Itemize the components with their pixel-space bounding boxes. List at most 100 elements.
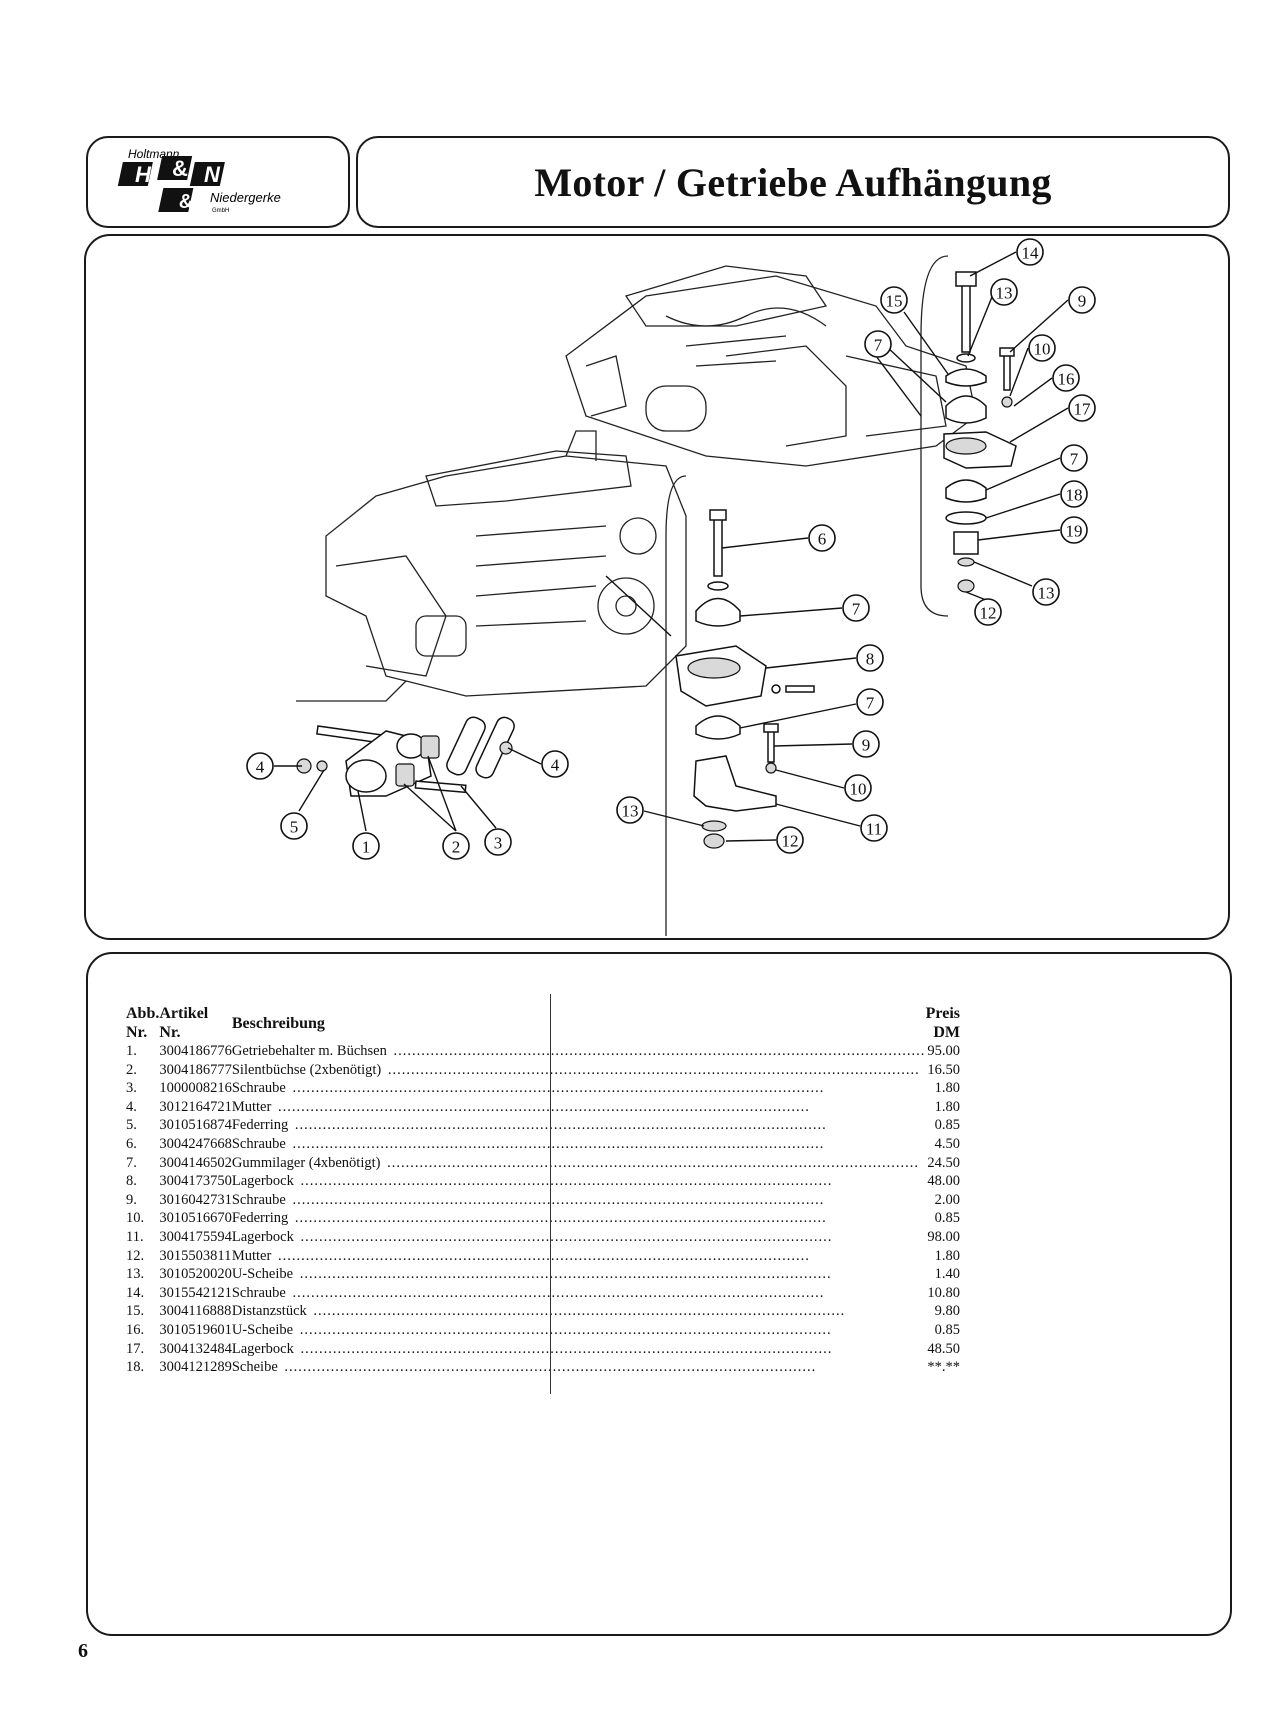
cell-artikel: 3004146502 <box>159 1154 232 1171</box>
cell-preis: 9.80 <box>934 1303 960 1320</box>
logo-letter-h: H <box>135 162 152 187</box>
cell-beschreibung: Schraube <box>231 1284 926 1303</box>
cell-beschreibung: U-Scheibe <box>231 1321 926 1340</box>
table-row: 3.1000008216Schraube1.80 <box>126 1079 960 1098</box>
callout-7-d: 7 <box>1060 444 1088 472</box>
cell-artikel: 3010519601 <box>159 1321 232 1338</box>
svg-text:9: 9 <box>862 736 871 755</box>
logo-h-block <box>117 162 153 186</box>
svg-text:19: 19 <box>1066 522 1083 541</box>
callout-7-b: 7 <box>856 688 884 716</box>
cell-preis: 1.80 <box>934 1247 960 1264</box>
table-row: 8.3004173750Lagerbock48.00 <box>126 1172 960 1191</box>
cell-beschreibung: Federring <box>231 1116 926 1135</box>
svg-text:10: 10 <box>850 780 867 799</box>
cell-nr: 8. <box>126 1173 137 1190</box>
callout-14: 14 <box>1016 238 1044 266</box>
cell-preis: 2.00 <box>934 1191 960 1208</box>
cell-artikel: 1000008216 <box>159 1080 232 1097</box>
svg-text:2: 2 <box>452 838 461 857</box>
description-text: U-Scheibe <box>231 1321 296 1338</box>
cell-nr: 3. <box>126 1080 137 1097</box>
description-text: Federring <box>231 1117 291 1134</box>
table-row: 9.3016042731Schraube2.00 <box>126 1191 960 1210</box>
cell-beschreibung: U-Scheibe <box>231 1265 926 1284</box>
callout-13-b: 13 <box>990 278 1018 306</box>
description-text: U-Scheibe <box>231 1266 296 1283</box>
svg-text:14: 14 <box>1022 244 1040 263</box>
header-artikel-nr: Artikel Nr. <box>159 1005 209 1041</box>
callout-10-a: 10 <box>844 774 872 802</box>
page-number: 6 <box>78 1640 88 1662</box>
svg-text:15: 15 <box>886 292 903 311</box>
cell-nr: 6. <box>126 1135 137 1152</box>
logo-amp2-block <box>158 188 194 212</box>
svg-text:8: 8 <box>866 650 875 669</box>
cell-artikel: 3004175594 <box>159 1228 232 1245</box>
cell-nr: 12. <box>126 1247 145 1264</box>
table-row: 11.3004175594Lagerbock98.00 <box>126 1228 960 1247</box>
cell-beschreibung: Scheibe <box>231 1358 926 1377</box>
table-row: 6.3004247668Schraube4.50 <box>126 1135 960 1154</box>
cell-beschreibung: Lagerbock <box>231 1228 926 1247</box>
title-frame: Motor / Getriebe Aufhängung <box>356 136 1230 228</box>
svg-text:11: 11 <box>866 820 882 839</box>
cell-artikel: 3012164721 <box>159 1098 232 1115</box>
cell-beschreibung: Schraube <box>231 1191 926 1210</box>
svg-text:6: 6 <box>818 530 827 549</box>
svg-text:5: 5 <box>290 818 299 837</box>
engine-top-illustration <box>565 265 977 467</box>
table-row: 4.3012164721Mutter1.80 <box>126 1098 960 1117</box>
svg-text:1: 1 <box>362 838 371 857</box>
cell-artikel: 3010516874 <box>159 1117 232 1134</box>
transmission-mount-parts <box>296 716 515 797</box>
cell-preis: 0.85 <box>934 1210 960 1227</box>
logo-n-block <box>189 162 225 186</box>
callout-9-a: 9 <box>852 730 880 758</box>
cell-artikel: 3004186776 <box>159 1043 232 1059</box>
cell-nr: 1. <box>126 1043 137 1059</box>
description-text: Gummilager (4xbenötigt) <box>231 1154 383 1171</box>
cell-nr: 14. <box>126 1284 145 1301</box>
cell-beschreibung: Silentbüchse (2xbenötigt) <box>231 1061 926 1080</box>
callout-12-b: 12 <box>974 598 1002 626</box>
cell-beschreibung: Getriebehalter m. Büchsen <box>231 1042 926 1061</box>
cell-preis: **.** <box>927 1359 960 1376</box>
cell-artikel: 3004121289 <box>159 1359 232 1376</box>
logo-text-niedergerke: Niedergerke <box>210 190 281 205</box>
cell-preis: 0.85 <box>934 1321 960 1338</box>
company-logo: Holtmann H & N & Niedergerke GmbH <box>117 147 281 214</box>
callout-2: 2 <box>442 832 470 860</box>
cell-beschreibung: Schraube <box>231 1079 926 1098</box>
callout-8: 8 <box>856 644 884 672</box>
table-row: 12.3015503811Mutter1.80 <box>126 1247 960 1266</box>
callout-13-c: 13 <box>1032 578 1060 606</box>
callout-leader-lines <box>274 251 1069 842</box>
gearbox-mount-parts-column <box>920 255 1017 617</box>
cell-artikel: 3010520020 <box>159 1266 232 1283</box>
callout-17: 17 <box>1068 394 1096 422</box>
cell-beschreibung: Gummilager (4xbenötigt) <box>231 1154 926 1173</box>
description-text: Distanzstück <box>231 1303 309 1320</box>
engine-mount-diagram: 1 2 3 4 4 5 6 7 8 7 9 10 11 12 13 14 15 … <box>246 238 1096 936</box>
parts-list-frame: Abb. Nr. Artikel Nr. Beschreibung Preis … <box>86 952 1232 1636</box>
description-text: Scheibe <box>231 1359 280 1376</box>
exploded-diagram-frame: 1 2 3 4 4 5 6 7 8 7 9 10 11 12 13 14 15 … <box>84 234 1230 940</box>
cell-artikel: 3016042731 <box>159 1191 232 1208</box>
description-text: Silentbüchse (2xbenötigt) <box>231 1061 384 1078</box>
cell-preis: 98.00 <box>927 1228 960 1245</box>
cell-preis: 10.80 <box>927 1284 960 1301</box>
table-row: 10.3010516670Federring0.85 <box>126 1209 960 1228</box>
engine-mount-parts-column <box>665 475 815 936</box>
logo-frame: Holtmann H & N & Niedergerke GmbH <box>86 136 350 228</box>
parts-table-header: Abb. Nr. Artikel Nr. Beschreibung Preis … <box>126 1004 960 1042</box>
logo-ampersand-2: & <box>179 191 193 213</box>
description-text: Mutter <box>231 1098 274 1115</box>
svg-text:7: 7 <box>866 694 875 713</box>
svg-text:7: 7 <box>1070 450 1079 469</box>
svg-text:17: 17 <box>1074 400 1092 419</box>
